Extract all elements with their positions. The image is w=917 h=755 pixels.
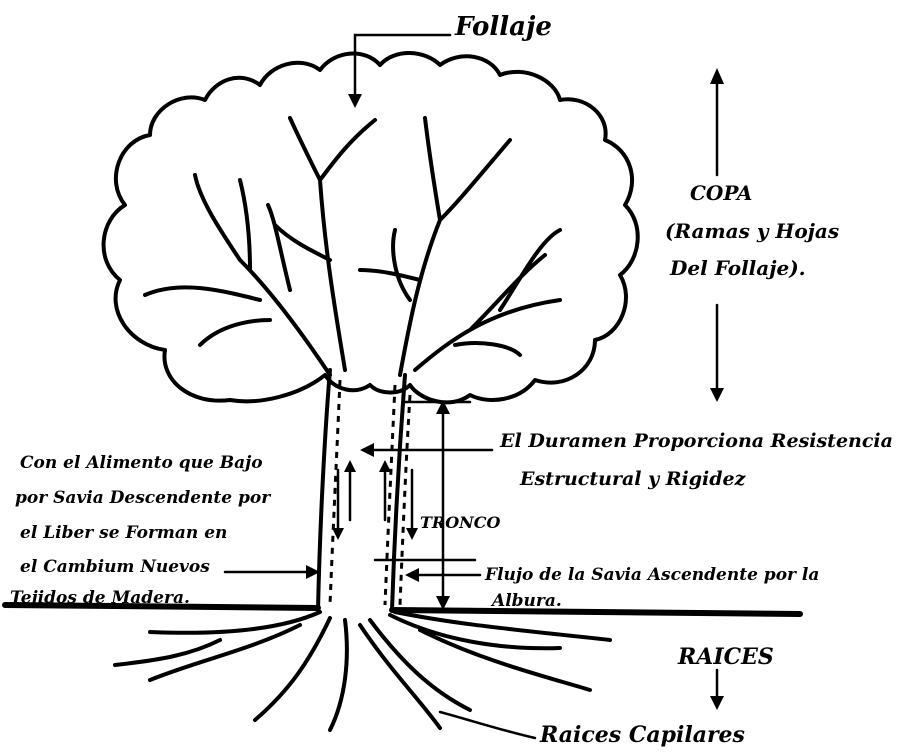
branch-center-left	[275, 118, 375, 370]
copa-line1: (Ramas y Hojas	[665, 219, 839, 243]
raices-capilares-label: Raices Capilares	[539, 722, 745, 748]
left-line5: Tejidos de Madera.	[10, 588, 190, 608]
left-line1: Con el Alimento que Bajo	[20, 453, 263, 473]
left-line3: el Liber se Forman en	[20, 523, 227, 543]
branch-left-main	[145, 175, 330, 375]
flujo-line2: Albura.	[490, 591, 562, 611]
duramen-line1: El Duramen Proporciona Resistencia	[499, 430, 893, 452]
flujo-line1: Flujo de la Savia Ascendente por la	[484, 565, 819, 585]
branch-right-main	[415, 230, 560, 370]
copa-line2: Del Follaje).	[669, 256, 806, 280]
raices-label: RAICES	[677, 644, 774, 670]
duramen-line2: Estructural y Rigidez	[519, 468, 747, 490]
tronco-label: TRONCO	[420, 513, 501, 532]
trunk-left-edge	[318, 370, 330, 610]
left-line2: por Savia Descendente por	[15, 488, 271, 508]
follaje-pointer	[355, 35, 450, 98]
roots	[115, 612, 610, 730]
follaje-label: Follaje	[454, 12, 552, 42]
foliage-outline	[104, 53, 638, 402]
capilares-pointer	[440, 712, 535, 738]
branch-center-right	[360, 118, 510, 375]
copa-title: COPA	[690, 181, 752, 205]
left-line4: el Cambium Nuevos	[20, 557, 210, 577]
